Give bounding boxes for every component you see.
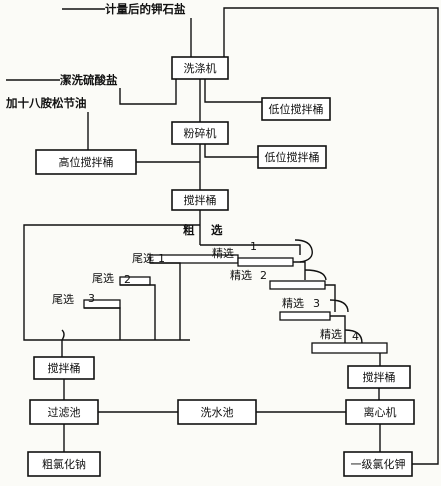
low-tank-1-box xyxy=(261,97,331,121)
crusher-label: 粉碎机 xyxy=(184,126,217,140)
agitator-right-label: 搅拌桶 xyxy=(363,370,396,384)
fine-3-to-4-line xyxy=(330,315,346,343)
tail-cell-1-body xyxy=(150,262,181,340)
tail-cell-2-label: 尾选 xyxy=(92,272,114,285)
fine-cell-4-number: 4 xyxy=(352,330,359,343)
recycle-line-right xyxy=(223,7,439,465)
low-tank-1-label: 低位搅拌桶 xyxy=(269,102,324,116)
fine-cell-4-top xyxy=(311,342,388,354)
feed-line-sulfonate xyxy=(119,75,177,105)
fine-2-to-3-line xyxy=(325,284,336,312)
fine-cell-3-top xyxy=(279,311,331,321)
rough-char-2: 选 xyxy=(211,223,223,237)
fine-cell-2-label: 精选 xyxy=(230,269,252,282)
recycle-line-left xyxy=(23,224,200,341)
fine-cell-1-label: 精选 xyxy=(212,247,234,260)
fine-return-loop-4 xyxy=(344,329,363,344)
filter-tank-label: 过滤池 xyxy=(48,406,81,419)
kcl-grade1-label: 一级氯化钾 xyxy=(351,457,406,471)
fine-cell-3-number: 3 xyxy=(313,297,320,310)
wash-tank-label: 洗水池 xyxy=(201,406,234,419)
agitator-left-label: 搅拌桶 xyxy=(48,361,81,375)
high-tank-label: 高位搅拌桶 xyxy=(59,155,114,169)
kcl-grade1-box xyxy=(343,451,413,477)
fine-cell-1-number: 1 xyxy=(250,240,257,253)
fine-return-loop-2 xyxy=(304,269,327,281)
fine-1-to-2-line xyxy=(293,261,306,280)
crude-nacl-box xyxy=(27,451,101,477)
fine-return-loop-1 xyxy=(294,239,313,263)
tail-cell-3-body xyxy=(84,307,121,340)
filter-tank-box xyxy=(29,399,99,425)
fine-cell-2-top xyxy=(269,280,326,290)
fine-cell-1-top xyxy=(237,257,294,267)
fine-cell-3-label: 精选 xyxy=(282,297,304,310)
input-label-amine: 加十八胺松节油 xyxy=(5,96,87,110)
rough-char-1: 粗 xyxy=(183,223,195,237)
tail-cell-2-body xyxy=(120,284,156,340)
tail-junction-bump xyxy=(61,329,65,341)
washer-label: 洗涤机 xyxy=(184,61,217,75)
tail-cell-1-number: 1 xyxy=(158,252,165,265)
fine-return-loop-3 xyxy=(329,299,349,313)
input-label-potassium: 计量后的钾石盐 xyxy=(105,2,186,16)
low-tank-2-box xyxy=(257,145,327,169)
tail-cell-1-label: 尾选 xyxy=(132,252,154,265)
tail-cell-2-number: 2 xyxy=(124,273,131,286)
low-tank-2-label: 低位搅拌桶 xyxy=(265,150,320,164)
crusher-to-low-tank-line xyxy=(204,144,258,158)
centrifuge-label: 离心机 xyxy=(364,405,397,419)
input-label-sulfonate: 潔洗硫酸盐 xyxy=(60,73,118,87)
agitator-top-label: 搅拌桶 xyxy=(184,193,217,207)
crude-nacl-label: 粗氯化钠 xyxy=(42,457,86,471)
rough-to-fine-line xyxy=(200,244,301,255)
fine-cell-4-label: 精选 xyxy=(320,328,342,341)
fine-cell-2-number: 2 xyxy=(260,269,267,282)
tail-cell-3-label: 尾选 xyxy=(52,293,74,306)
washer-to-low-tank-line xyxy=(204,79,262,103)
tail-cell-3-number: 3 xyxy=(88,292,95,305)
